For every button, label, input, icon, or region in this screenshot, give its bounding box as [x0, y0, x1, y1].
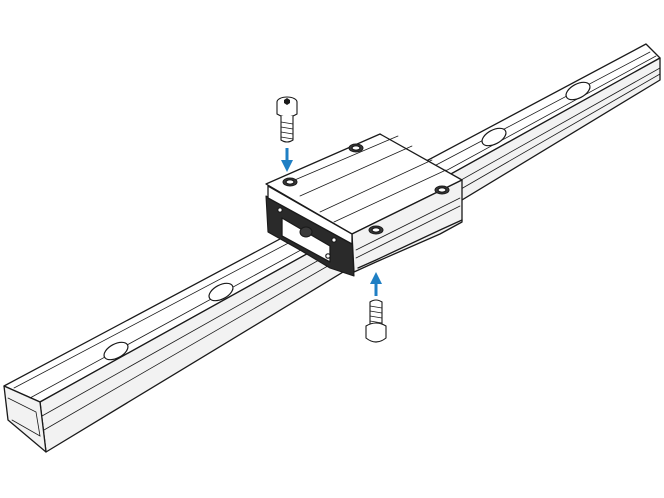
carriage-bottom-edge — [357, 219, 463, 269]
carriage-side-line — [355, 197, 461, 251]
screw-thread — [369, 315, 383, 319]
carriage-top-line — [299, 145, 413, 197]
carriage-mounting-hole-inner — [371, 227, 381, 233]
screw-head — [365, 322, 387, 343]
screw-thread — [369, 310, 383, 314]
down-arrow-icon — [281, 148, 293, 172]
screw-thread — [369, 305, 383, 309]
screw-thread — [280, 121, 294, 125]
seal-screw — [325, 253, 331, 259]
rail-mounting-hole — [481, 127, 507, 147]
seal-screw — [277, 207, 283, 213]
rail-mounting-hole — [565, 81, 591, 101]
screw-thread — [369, 320, 383, 324]
screw-thread — [280, 126, 294, 130]
carriage-top-line — [319, 159, 433, 213]
rail-end-face — [3, 385, 47, 453]
top-screw — [276, 96, 298, 143]
carriage-side-line — [355, 205, 461, 259]
grease-nipple — [299, 226, 313, 238]
carriage-mounting-hole-inner — [285, 179, 295, 185]
up-arrow-icon — [370, 272, 382, 296]
carriage-top-line — [333, 169, 447, 223]
carriage-block — [265, 133, 463, 277]
carriage-mounting-hole-inner — [351, 145, 361, 151]
hex-socket — [284, 98, 290, 105]
carriage-rail-opening — [281, 217, 331, 263]
rail-mounting-hole — [208, 282, 234, 302]
rail-end-groove — [7, 397, 41, 437]
seal-screw — [331, 237, 337, 243]
bottom-screw — [365, 299, 387, 343]
rail-mounting-hole — [103, 341, 129, 361]
screw-thread — [280, 131, 294, 135]
carriage-end-cap — [267, 185, 353, 245]
carriage-mounting-hole-inner — [437, 187, 447, 193]
screw-thread — [280, 136, 294, 140]
carriage-top-line — [289, 135, 399, 183]
